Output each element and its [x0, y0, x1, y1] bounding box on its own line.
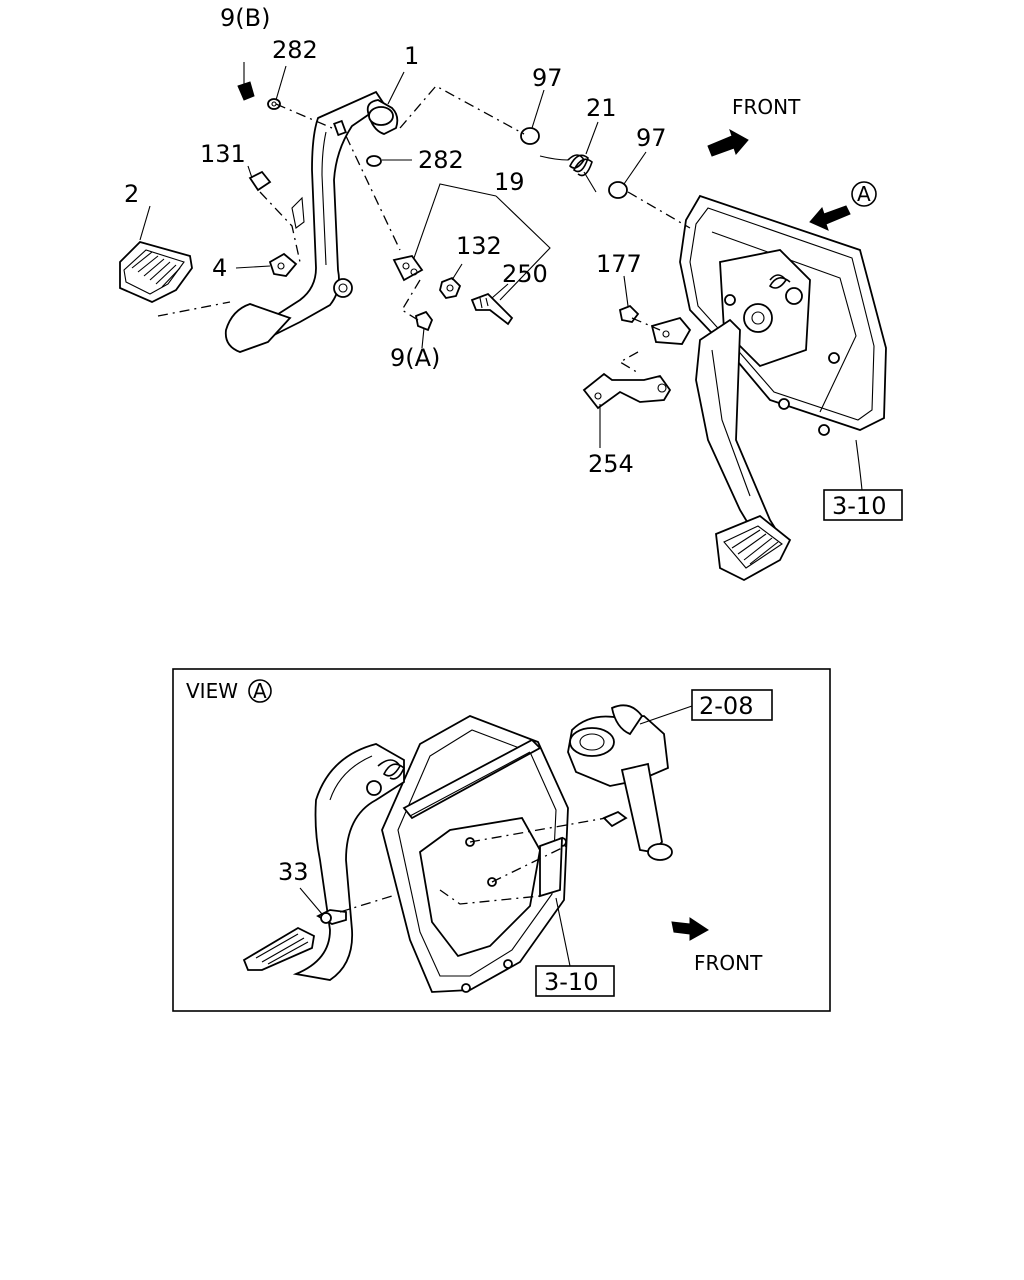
ref-box-3-10-top: 3-10	[823, 489, 903, 521]
bushing-97-b	[608, 181, 628, 199]
callout-131: 131	[200, 140, 246, 168]
switch-250	[470, 292, 514, 326]
nut-132	[439, 276, 462, 299]
view-a-title: VIEW	[186, 679, 238, 703]
bumper-131	[248, 170, 272, 192]
top-exploded-view	[119, 62, 887, 582]
callout-19: 19	[494, 168, 525, 196]
clip-4	[268, 252, 298, 277]
callout-97-b: 97	[636, 124, 667, 152]
leader-33	[299, 887, 323, 915]
callout-282-b: 282	[418, 146, 464, 174]
leader-2-08	[639, 705, 693, 725]
bracket-254	[582, 372, 672, 410]
callout-282-a: 282	[272, 36, 318, 64]
washer-282-a	[267, 98, 281, 110]
callout-9a: 9(A)	[390, 344, 440, 372]
view-a-title-circle: A	[248, 679, 272, 703]
callout-254: 254	[588, 450, 634, 478]
callout-97-a: 97	[532, 64, 563, 92]
callout-33: 33	[278, 858, 309, 886]
bushing-97-a	[520, 127, 540, 145]
ref-box-3-10-view-a: 3-10	[535, 965, 615, 997]
washer-282-b	[366, 155, 382, 167]
callout-2: 2	[124, 180, 139, 208]
front-arrow-view-a	[671, 917, 709, 941]
callout-132: 132	[456, 232, 502, 260]
callout-250: 250	[502, 260, 548, 288]
label-front-top: FRONT	[732, 95, 801, 119]
spring-21	[539, 154, 597, 193]
ref-2-08-text: 2-08	[699, 692, 753, 720]
callout-177: 177	[596, 250, 642, 278]
view-a-marker-letter: A	[857, 182, 871, 206]
callout-9b: 9(B)	[220, 4, 270, 32]
pedal-bracket-assembly	[650, 194, 887, 582]
view-a-circle-marker: A	[851, 181, 877, 207]
label-front-view-a: FRONT	[694, 951, 763, 975]
callout-21: 21	[586, 94, 617, 122]
callout-1: 1	[404, 42, 419, 70]
ref-3-10-view-a-text: 3-10	[544, 968, 598, 996]
ref-3-10-top-text: 3-10	[832, 492, 886, 520]
leader-3-10-view-a	[555, 897, 571, 967]
bushing-19	[392, 254, 424, 282]
view-a-frame	[172, 668, 831, 1012]
callout-4: 4	[212, 254, 227, 282]
pedal-arm-part-1	[238, 90, 399, 350]
view-a-panel: VIEW A	[172, 668, 831, 1012]
clip-9b	[237, 62, 255, 101]
leader-lines-top	[139, 65, 863, 491]
view-a-arrow	[809, 205, 851, 231]
top-labels: 9(B) 282 1 97 21 FRONT 97 131 282 19 A 2…	[124, 4, 903, 521]
view-a-pedal-assembly	[242, 704, 673, 993]
view-a-title-letter: A	[253, 679, 267, 703]
front-arrow-top	[707, 128, 749, 157]
pin-9a	[414, 310, 434, 332]
pedal-pad-part-2	[119, 240, 292, 353]
ref-box-2-08: 2-08	[691, 689, 773, 721]
